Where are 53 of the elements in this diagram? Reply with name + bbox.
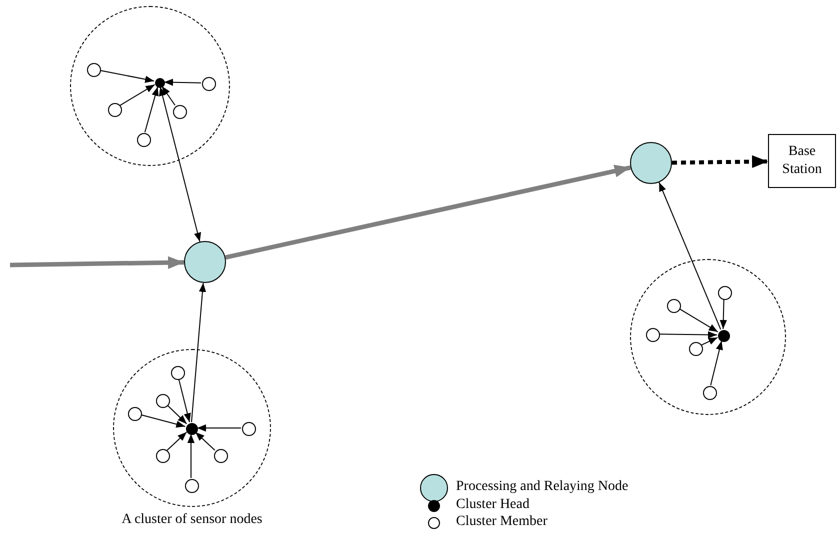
member-node-circle [202,77,216,91]
member-node-circle [646,328,660,342]
arrow [140,414,186,428]
member-node-circle [214,449,228,463]
arrow [225,164,631,260]
arrow [191,282,206,423]
member-node-circle [718,286,732,300]
cluster-head-dot [718,330,730,342]
arrow [166,404,188,424]
member-node-circle [108,103,122,117]
base-station-box: Base Station [768,134,836,188]
arrow [161,86,176,106]
member-node-circle [185,479,199,493]
legend-text: Cluster Member [456,514,548,530]
member-node-circle [689,342,703,356]
member-node-circle [703,386,717,400]
arrow [164,78,202,86]
arrow [672,155,768,168]
member-node-circle [156,394,170,408]
cluster-head-dot [186,423,198,435]
cluster-circle [630,259,786,415]
arrow [710,340,723,386]
arrow [658,331,718,338]
arrow [720,298,727,330]
arrow [10,256,184,269]
arrow [194,432,216,451]
relay-node-circle [630,142,672,184]
arrow [196,424,242,432]
legend-text: Cluster Head [456,497,530,513]
relay-node-circle [184,241,226,283]
arrow [120,84,156,106]
member-node-circle [242,422,256,436]
cluster-caption: A cluster of sensor nodes [120,512,264,528]
member-node-circle [137,133,151,147]
member-node-circle [171,366,185,380]
arrow [658,182,722,330]
arrow [166,432,188,451]
member-node-circle [173,105,187,119]
arrow [187,434,195,478]
legend-text: Processing and Relaying Node [456,479,628,495]
arrow [678,308,718,332]
arrow [99,70,155,83]
cluster-circle [70,6,230,166]
member-node-circle [667,299,681,313]
member-node-circle [128,407,142,421]
cluster-head-dot [155,78,165,88]
arrow [158,86,202,242]
member-node-circle [156,449,170,463]
arrow [144,86,159,133]
arrow [178,378,191,423]
cluster-circle [113,349,271,507]
arrow [700,337,718,346]
member-node-circle [87,63,101,77]
